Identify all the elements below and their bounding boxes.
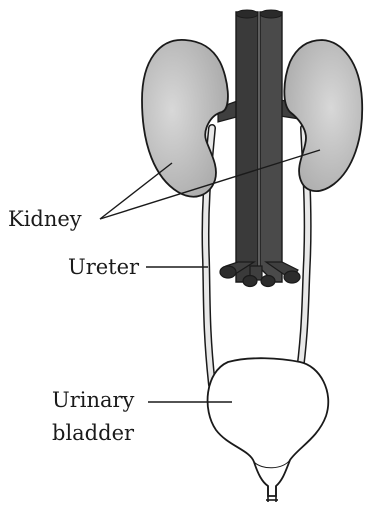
aorta [260,12,282,282]
bladder-label-line2: bladder [52,421,135,445]
bladder-body [208,358,329,496]
vena-cava [236,12,258,282]
bladder-label-line1: Urinary [52,388,135,412]
great-vessels [218,10,306,287]
kidney-label: Kidney [8,207,82,231]
right-kidney [284,40,362,191]
urinary-bladder [208,358,329,502]
left-kidney [142,40,228,197]
ureter-label: Ureter [68,255,140,279]
kidney-leader-left [100,163,172,219]
